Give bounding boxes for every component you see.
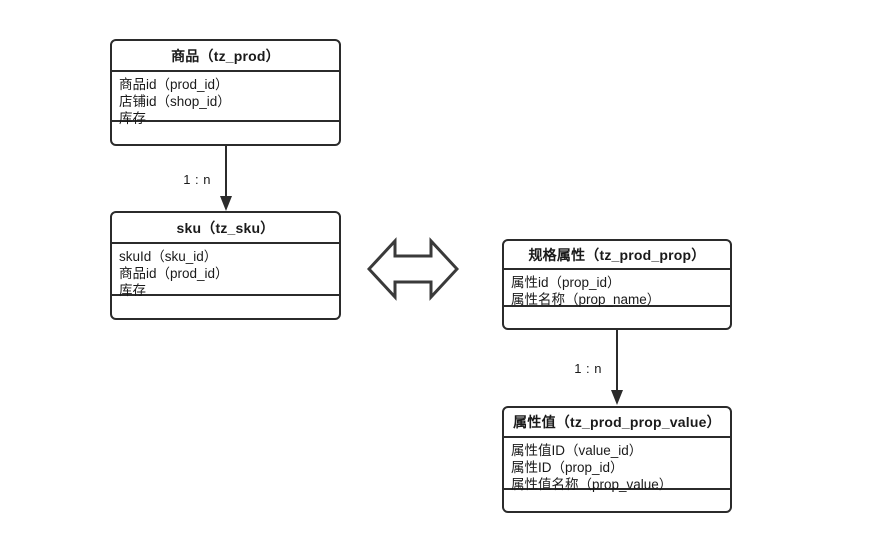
attribute-row: 商品id（prod_id） [119, 266, 229, 281]
connector-prop-to-prop-value [609, 330, 625, 406]
attribute-row: skuId（sku_id） [119, 249, 218, 264]
attribute-row: 店铺id（shop_id） [119, 94, 231, 109]
connector-arrow-icon [611, 330, 623, 405]
entity-tz-prod[interactable]: 商品（tz_prod） 商品id（prod_id） 店铺id（shop_id） … [110, 39, 341, 146]
attribute-row: 商品id（prod_id） [119, 77, 229, 92]
entity-tz-prod-prop[interactable]: 规格属性（tz_prod_prop） 属性id（prop_id） 属性名称（pr… [502, 239, 732, 330]
entity-footer-tz-prod [112, 122, 339, 144]
connector-arrow-icon [220, 146, 232, 211]
entity-footer-tz-sku [112, 296, 339, 318]
entity-tz-sku[interactable]: sku（tz_sku） skuId（sku_id） 商品id（prod_id） … [110, 211, 341, 320]
entity-attributes-tz-prod-prop-value: 属性值ID（value_id） 属性ID（prop_id） 属性值名称（prop… [504, 438, 730, 492]
attribute-row: 库存 [119, 283, 146, 298]
attribute-row: 属性id（prop_id） [511, 275, 621, 290]
entity-attributes-tz-sku: skuId（sku_id） 商品id（prod_id） 库存 [112, 244, 339, 298]
cardinality-label-prod-sku: 1 : n [183, 172, 211, 187]
entity-title-tz-prod-prop: 规格属性（tz_prod_prop） [504, 241, 730, 270]
relation-double-arrow-icon [367, 237, 459, 301]
attribute-row: 库存 [119, 111, 146, 126]
entity-attributes-tz-prod: 商品id（prod_id） 店铺id（shop_id） 库存 [112, 72, 339, 126]
attribute-row: 属性值ID（value_id） [511, 443, 643, 458]
entity-title-tz-sku: sku（tz_sku） [112, 213, 339, 244]
entity-title-tz-prod: 商品（tz_prod） [112, 41, 339, 72]
attribute-row: 属性值名称（prop_value） [511, 477, 673, 492]
connector-prod-to-sku [218, 146, 234, 212]
entity-footer-tz-prod-prop-value [504, 490, 730, 511]
entity-footer-tz-prod-prop [504, 307, 730, 328]
attribute-row: 属性名称（prop_name） [511, 292, 661, 307]
cardinality-label-prop-value: 1 : n [574, 361, 602, 376]
attribute-row: 属性ID（prop_id） [511, 460, 624, 475]
entity-title-tz-prod-prop-value: 属性值（tz_prod_prop_value） [504, 408, 730, 438]
entity-tz-prod-prop-value[interactable]: 属性值（tz_prod_prop_value） 属性值ID（value_id） … [502, 406, 732, 513]
entity-attributes-tz-prod-prop: 属性id（prop_id） 属性名称（prop_name） [504, 270, 730, 307]
